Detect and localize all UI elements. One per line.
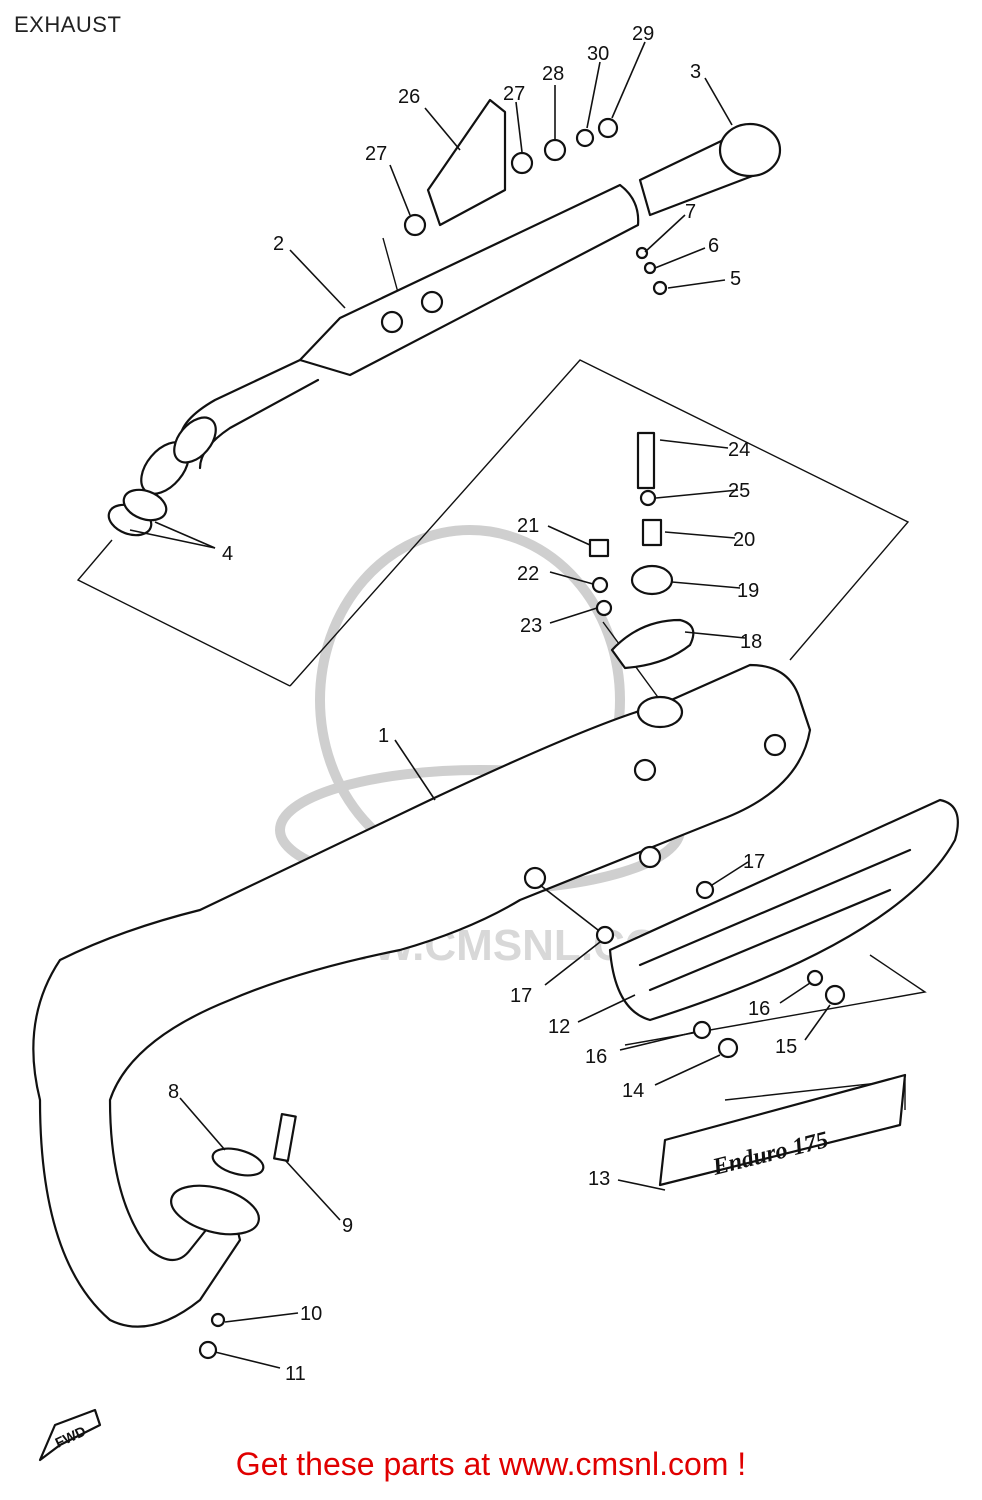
callout-13: 13 [588,1168,610,1190]
collar-part-20[interactable] [641,518,663,547]
heat-guard-part-12[interactable] [608,798,959,1022]
collar-part-28[interactable] [543,138,567,162]
assembly-guide-muffler [76,539,291,687]
exhaust-pipe-part-1[interactable] [32,663,812,1328]
callout-23: 23 [520,615,542,637]
callout-2: 2 [273,233,284,255]
washer-part-30[interactable] [575,128,595,148]
bolt-part-7[interactable] [635,246,649,260]
callout-20: 20 [733,529,755,551]
callout-8: 8 [168,1081,179,1103]
damper-part-27[interactable] [403,213,427,237]
bolt-part-21[interactable] [588,538,610,558]
callout-10: 10 [300,1303,322,1325]
callout-21: 21 [517,515,539,537]
bolt-part-24[interactable] [636,431,656,490]
callout-leader-lines [129,41,831,1369]
washer-part-6[interactable] [643,261,657,275]
callout-6: 6 [708,235,719,257]
gasket-part-4b[interactable] [120,484,171,525]
callout-labels: 1 2 3 4 5 6 7 8 9 10 11 12 13 14 15 16 1… [168,23,797,1385]
damper-part-27b[interactable] [510,151,534,175]
callout-25: 25 [728,480,750,502]
callout-12: 12 [548,1016,570,1038]
grommet-part-17b[interactable] [595,925,615,945]
damper-part-19[interactable] [630,564,674,596]
assembly-guide-guard [624,954,927,1046]
callout-19: 19 [737,580,759,602]
washer-part-23[interactable] [595,599,613,617]
callout-5: 5 [730,268,741,290]
callout-27b: 27 [503,83,525,105]
callout-18: 18 [740,631,762,653]
callout-17a: 17 [510,985,532,1007]
assembly-guide-muffler-2 [289,359,910,687]
callout-22: 22 [517,563,539,585]
callout-9: 9 [342,1215,353,1237]
footer-parts-link[interactable]: Get these parts at www.cmsnl.com ! [235,1446,747,1482]
grommet-part-17[interactable] [695,880,715,900]
screw-part-15[interactable] [824,984,846,1006]
page-title: EXHAUST [14,12,122,37]
callout-16: 16 [585,1046,607,1068]
nut-part-11[interactable] [198,1340,218,1360]
flange-part-8[interactable] [166,1177,264,1243]
decal-part-13[interactable]: Enduro 175 [658,1073,907,1187]
bracket-part-18[interactable] [610,618,695,670]
bracket-part-26[interactable] [426,98,507,227]
callout-14: 14 [622,1080,644,1102]
washer-part-16[interactable] [692,1020,712,1040]
callout-29: 29 [632,23,654,45]
tail-pipe-part-3[interactable] [638,122,782,217]
callout-11: 11 [285,1363,306,1385]
washer-part-10[interactable] [210,1312,226,1328]
silencer-part-2[interactable] [132,183,640,503]
callout-16b: 16 [748,998,770,1020]
gasket-part-8[interactable] [210,1144,266,1181]
nut-part-29[interactable] [597,117,619,139]
callout-26: 26 [398,86,420,108]
callout-24: 24 [728,439,750,461]
callout-27a: 27 [365,143,387,165]
washer-part-22[interactable] [591,576,609,594]
bolt-part-5[interactable] [652,280,668,296]
callout-1: 1 [378,725,389,747]
washer-part-25[interactable] [639,489,657,507]
callout-4: 4 [222,543,233,565]
washer-part-16b[interactable] [806,969,824,987]
callout-3: 3 [690,61,701,83]
screw-part-14[interactable] [717,1037,739,1059]
callout-30: 30 [587,43,609,65]
callout-17b: 17 [743,851,765,873]
stud-part-9[interactable] [273,1113,297,1162]
callout-15: 15 [775,1036,797,1058]
callout-28: 28 [542,63,564,85]
callout-7: 7 [685,201,696,223]
